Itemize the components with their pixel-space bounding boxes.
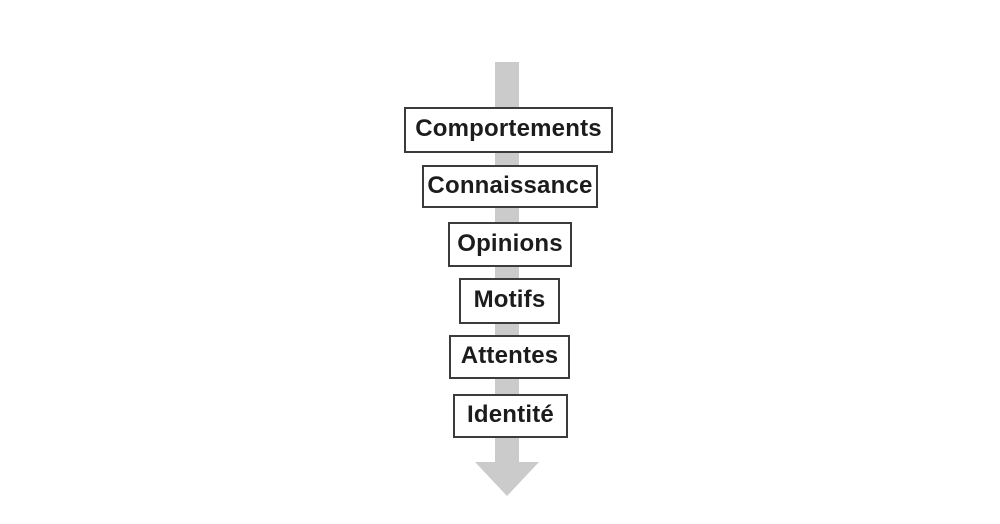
flow-box-label: Attentes xyxy=(460,342,559,369)
flow-box-motifs: Motifs xyxy=(459,278,560,324)
flow-box-label: Opinions xyxy=(457,229,563,257)
flow-box-comportements: Comportements xyxy=(404,107,613,153)
flow-box-connaissance: Connaissance xyxy=(422,165,598,208)
flow-box-label: Connaissance xyxy=(427,171,593,199)
flow-box-label: Identité xyxy=(467,401,554,428)
flow-box-identite: Identité xyxy=(453,394,568,438)
flow-box-attentes: Attentes xyxy=(449,335,570,379)
flow-box-label: Motifs xyxy=(473,286,546,313)
down-arrow-head-icon xyxy=(475,462,539,496)
flow-box-label: Comportements xyxy=(415,115,602,142)
flow-box-opinions: Opinions xyxy=(448,222,572,267)
